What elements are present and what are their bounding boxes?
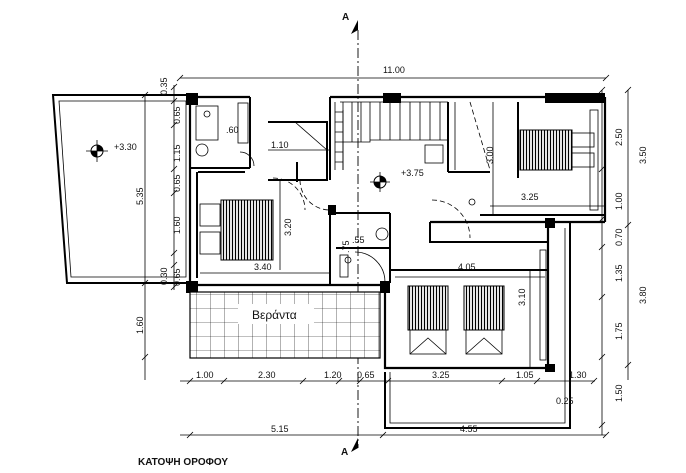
dim-wc-width: .55 [352, 235, 365, 245]
lower-balcony [384, 222, 571, 429]
dim-right-1: 2.50 [614, 128, 624, 146]
dim-bottom-5: 3.25 [432, 370, 450, 380]
dim-bottom-total-right: 4.55 [460, 424, 478, 434]
dim-left-2: 0.65 [172, 106, 182, 124]
dim-bottom-small: 0.25 [556, 396, 574, 406]
dim-right-2: 1.00 [614, 192, 624, 210]
dim-right-6: 1.50 [614, 384, 624, 402]
dim-bottom-4: 0.65 [357, 370, 375, 380]
bedroom-left [199, 177, 306, 261]
veranda: Βεράντα [189, 291, 381, 359]
dim-left-1: 0.35 [159, 77, 169, 95]
dim-bed-kids-width: 4.05 [458, 262, 476, 272]
dim-left-mid: 5.35 [135, 187, 145, 205]
dimension-lines [141, 74, 632, 439]
dim-bath-width: .60 [226, 125, 239, 135]
dim-bed-left-height: 3.20 [283, 218, 293, 236]
dim-left-7: 0.65 [172, 268, 182, 286]
dim-left-3: 1.15 [172, 144, 182, 162]
section-label-bottom: A [341, 447, 348, 458]
dim-left-6: 0.30 [159, 267, 169, 285]
section-line: A A [341, 12, 359, 458]
dim-left-lower: 1.60 [135, 316, 145, 334]
dim-bed-left-width: 3.40 [254, 262, 272, 272]
dim-bed-right-height: 3.00 [485, 146, 495, 164]
dim-right-4: 1.35 [614, 264, 624, 282]
bedroom-kids [407, 249, 547, 361]
dim-left-4: 0.65 [172, 174, 182, 192]
bedroom-right [469, 101, 599, 211]
dim-bottom-1: 1.00 [196, 370, 214, 380]
wc [339, 227, 389, 283]
dim-bottom-2: 2.30 [258, 370, 276, 380]
veranda-label: Βεράντα [252, 308, 297, 322]
dim-hall-width: 1.10 [271, 140, 289, 150]
dim-wc-height: .75 [341, 240, 351, 253]
dim-bed-kids-height: 3.10 [517, 288, 527, 306]
bathroom-upper [195, 102, 255, 167]
dim-right-outer-2: 3.80 [638, 286, 648, 304]
dim-right-5: 1.75 [614, 322, 624, 340]
dim-top-total: 11.00 [383, 65, 405, 75]
section-label-top: A [342, 12, 349, 23]
upper-level-marker: +3.75 [299, 144, 476, 239]
upper-floor-level: +3.75 [401, 168, 424, 178]
dim-right-outer-1: 3.50 [638, 146, 648, 164]
interior-walls [190, 97, 605, 285]
dim-bottom-total-left: 5.15 [271, 424, 289, 434]
roof-terrace-level: +3.30 [114, 142, 137, 152]
roof-terrace: +3.30 [51, 94, 191, 284]
dim-bottom-6: 1.05 [516, 370, 534, 380]
dim-right-3: 0.70 [614, 228, 624, 246]
dim-bottom-7: 1.30 [569, 370, 587, 380]
dim-bed-right-width: 3.25 [521, 192, 539, 202]
dim-left-5: 1.60 [172, 216, 182, 234]
staircase [294, 102, 448, 170]
plan-title: ΚΑΤΟΨΗ ΟΡΟΦΟΥ [138, 457, 228, 468]
dim-bottom-3: 1.20 [324, 370, 342, 380]
